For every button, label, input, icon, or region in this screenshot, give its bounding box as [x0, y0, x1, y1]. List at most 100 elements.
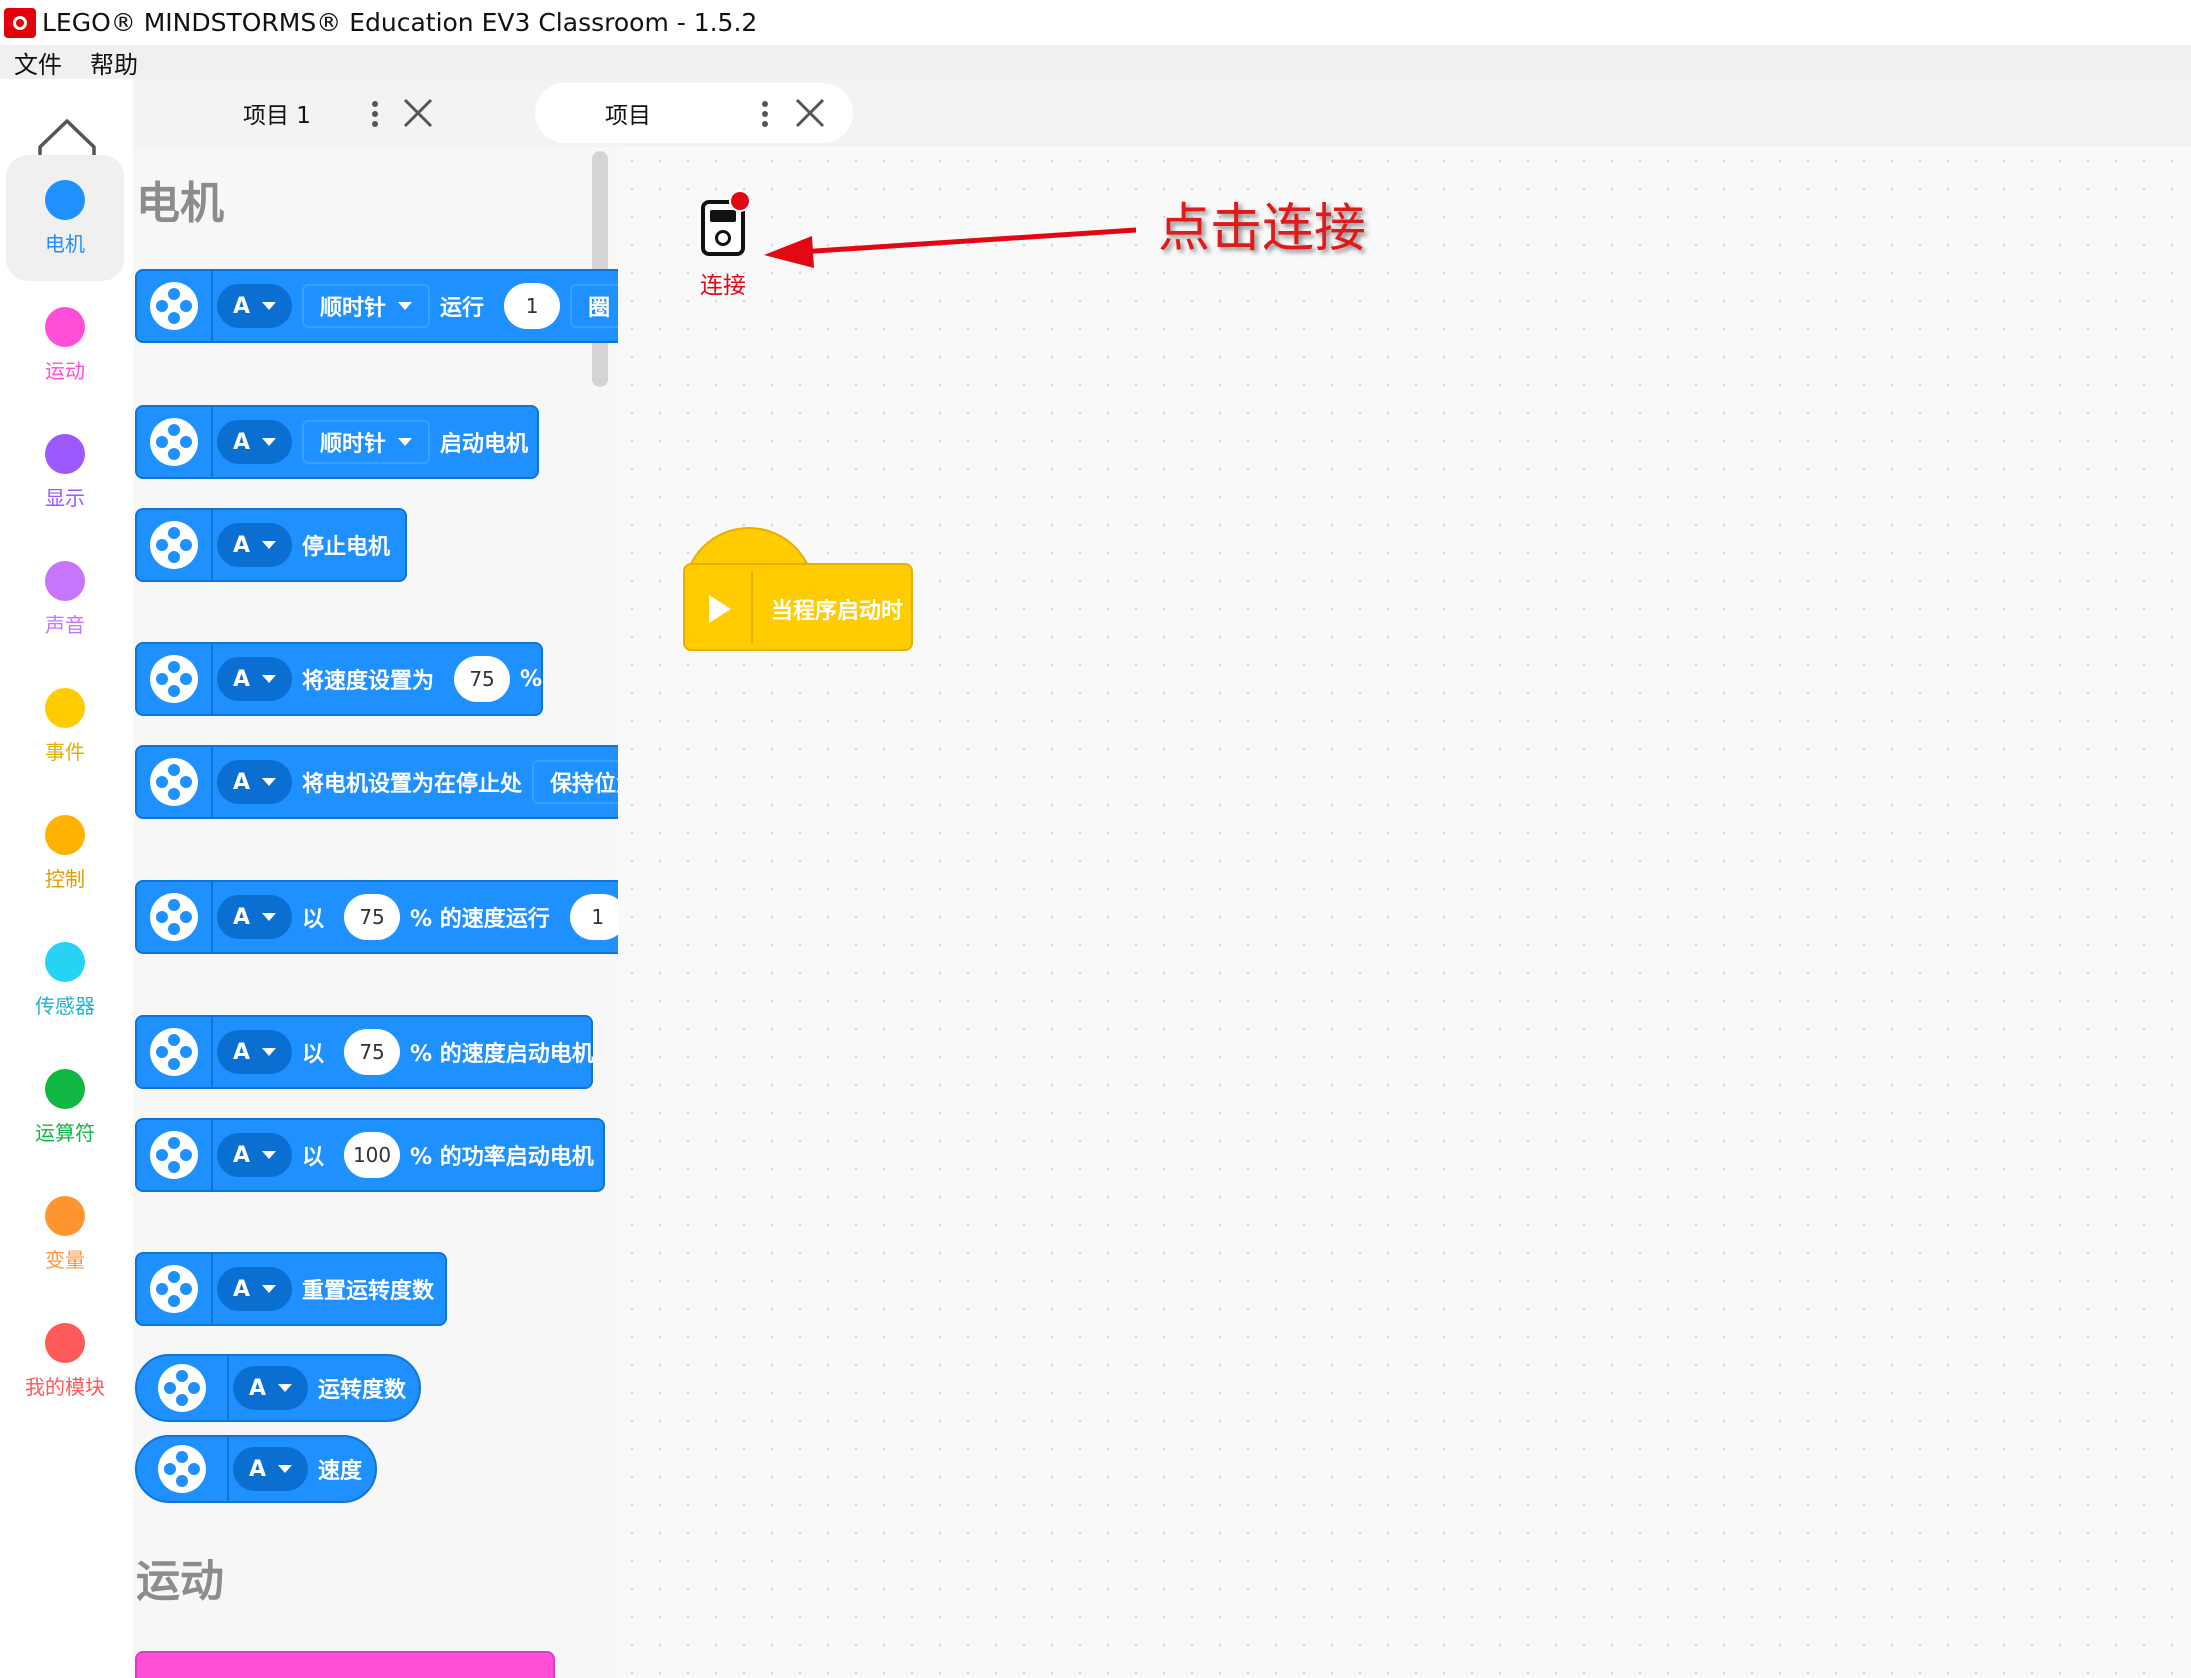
category-label: 声音: [45, 612, 85, 637]
motor-icon: [150, 758, 198, 806]
tab-project[interactable]: 项目: [535, 83, 853, 143]
direction-dropdown[interactable]: 顺时针: [302, 284, 431, 328]
movement-category-icon: [45, 306, 85, 347]
category-rail: 电机 运动 显示 声音 事件 控制 传感器 运算符 变量 我的模块: [0, 79, 133, 1678]
category-label: 运算符: [35, 1120, 95, 1145]
category-operators[interactable]: 运算符: [6, 1044, 124, 1170]
category-label: 控制: [45, 866, 85, 891]
block-motor-run[interactable]: A 顺时针 运行 1 圈: [135, 269, 618, 343]
category-my-blocks[interactable]: 我的模块: [6, 1298, 124, 1424]
title-bar: LEGO® MINDSTORMS® Education EV3 Classroo…: [0, 0, 2191, 45]
motor-icon: [158, 1445, 206, 1493]
operators-category-icon: [45, 1068, 85, 1109]
category-events[interactable]: 事件: [6, 663, 124, 789]
stop-action-dropdown[interactable]: 保持位置: [532, 760, 618, 804]
block-start-at-speed[interactable]: A 以 75 % 的速度启动电机: [135, 1015, 594, 1089]
port-dropdown[interactable]: A: [217, 657, 293, 701]
category-label: 显示: [45, 485, 85, 510]
port-dropdown[interactable]: A: [233, 1447, 309, 1491]
category-control[interactable]: 控制: [6, 790, 124, 916]
block-reset-degrees[interactable]: A 重置运转度数: [135, 1252, 447, 1326]
port-dropdown[interactable]: A: [217, 1133, 293, 1177]
unit-dropdown[interactable]: 圈: [570, 284, 618, 328]
code-canvas[interactable]: [618, 147, 2191, 1678]
menu-help[interactable]: 帮助: [90, 50, 138, 79]
when-program-starts-block[interactable]: 当程序启动时: [683, 527, 913, 651]
more-options-icon[interactable]: [762, 97, 768, 131]
motor-icon: [150, 655, 198, 703]
tab-label: 项目 1: [243, 103, 311, 129]
disconnected-status-dot: [729, 190, 751, 212]
block-text: 停止电机: [302, 535, 391, 560]
motor-icon: [150, 893, 198, 941]
motor-icon: [150, 1265, 198, 1313]
block-movement-partial[interactable]: [135, 1651, 555, 1678]
ev3-brick-icon: [701, 200, 745, 256]
block-speed-reporter[interactable]: A 速度: [135, 1435, 377, 1503]
block-text: 重置运转度数: [302, 1279, 435, 1304]
port-dropdown[interactable]: A: [217, 284, 293, 328]
port-dropdown[interactable]: A: [217, 523, 293, 567]
lego-logo-icon: [4, 7, 36, 38]
block-degrees-reporter[interactable]: A 运转度数: [135, 1354, 421, 1422]
port-dropdown[interactable]: A: [217, 1267, 293, 1311]
block-text: % 的速度运行: [410, 907, 550, 932]
number-input[interactable]: 1: [569, 894, 618, 940]
more-options-icon[interactable]: [372, 97, 378, 131]
block-set-stop-action[interactable]: A 将电机设置为在停止处 保持位置: [135, 745, 618, 819]
category-sensors[interactable]: 传感器: [6, 917, 124, 1043]
motor-icon: [150, 1131, 198, 1179]
category-variables[interactable]: 变量: [6, 1171, 124, 1297]
block-text: 启动电机: [440, 432, 529, 457]
block-text: 速度: [318, 1459, 363, 1484]
block-motor-start[interactable]: A 顺时针 启动电机: [135, 405, 539, 479]
events-category-icon: [45, 687, 85, 728]
connect-button[interactable]: 连接: [693, 190, 753, 300]
port-dropdown[interactable]: A: [217, 760, 293, 804]
block-text: 运行: [440, 296, 485, 321]
motor-icon: [150, 521, 198, 569]
block-motor-stop[interactable]: A 停止电机: [135, 508, 407, 582]
motor-icon: [158, 1364, 206, 1412]
category-sound[interactable]: 声音: [6, 536, 124, 662]
block-set-speed[interactable]: A 将速度设置为 75 %: [135, 642, 543, 716]
menu-file[interactable]: 文件: [14, 50, 62, 79]
port-dropdown[interactable]: A: [217, 1030, 293, 1074]
number-input[interactable]: 75: [344, 894, 401, 940]
hat-block-label: 当程序启动时: [771, 599, 904, 624]
my-blocks-category-icon: [45, 1322, 85, 1363]
block-start-at-power[interactable]: A 以 100 % 的功率启动电机: [135, 1118, 605, 1192]
annotation-arrow-icon: [764, 227, 1137, 268]
category-movement[interactable]: 运动: [6, 282, 124, 408]
section-title-movement: 运动: [136, 1556, 224, 1607]
port-dropdown[interactable]: A: [217, 895, 293, 939]
variables-category-icon: [45, 1195, 85, 1236]
motor-icon: [150, 282, 198, 330]
port-dropdown[interactable]: A: [217, 420, 293, 464]
block-text: 将电机设置为在停止处: [302, 772, 523, 797]
sound-category-icon: [45, 560, 85, 601]
tab-project-1[interactable]: 项目 1: [163, 83, 443, 143]
number-input[interactable]: 75: [454, 656, 511, 702]
close-icon[interactable]: [401, 96, 435, 130]
motor-category-icon: [45, 179, 85, 220]
direction-dropdown[interactable]: 顺时针: [302, 420, 431, 464]
category-label: 运动: [45, 358, 85, 383]
block-text: % 的速度启动电机: [410, 1042, 594, 1067]
annotation-text: 点击连接: [1158, 199, 1367, 259]
block-run-at-speed[interactable]: A 以 75 % 的速度运行 1: [135, 880, 618, 954]
category-label: 电机: [45, 231, 85, 256]
category-label: 变量: [45, 1247, 85, 1272]
category-display[interactable]: 显示: [6, 409, 124, 535]
close-icon[interactable]: [793, 96, 827, 130]
block-text: %: [520, 666, 543, 692]
block-text: 以: [302, 1042, 325, 1067]
category-motor[interactable]: 电机: [6, 155, 124, 281]
number-input[interactable]: 1: [504, 283, 561, 329]
project-tabs: 项目 1 项目: [133, 79, 2191, 147]
port-dropdown[interactable]: A: [233, 1366, 309, 1410]
motor-icon: [150, 418, 198, 466]
block-text: 以: [302, 907, 325, 932]
number-input[interactable]: 100: [344, 1132, 401, 1178]
number-input[interactable]: 75: [344, 1029, 401, 1075]
